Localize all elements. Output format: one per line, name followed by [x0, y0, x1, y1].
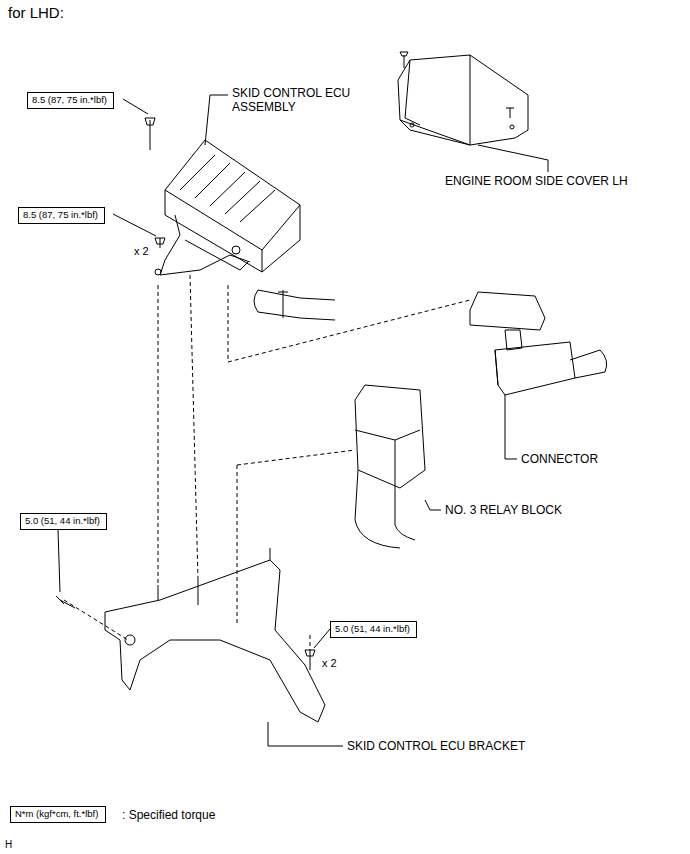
torque-value: 8.5 (87, 75 in.*lbf): [19, 208, 104, 222]
figure-code: H: [5, 838, 12, 852]
quantity: x 2: [322, 656, 337, 670]
torque-box: N*m (kgf*cm, ft.*lbf): [10, 806, 106, 823]
connector-part: [470, 292, 607, 395]
side-cover: [398, 52, 528, 145]
page-title: for LHD:: [8, 4, 64, 22]
part-name: NO. 3 RELAY BLOCK: [445, 503, 562, 517]
part-name: ENGINE ROOM SIDE COVER LH: [445, 174, 628, 188]
torque-box: 5.0 (51, 44 in.*lbf): [20, 513, 107, 530]
part-name: CONNECTOR: [521, 452, 598, 466]
torque-value: N*m (kgf*cm, ft.*lbf): [11, 807, 105, 821]
torque-box: 5.0 (51, 44 in.*lbf): [330, 621, 417, 638]
part-name: SKID CONTROL ECU ASSEMBLY: [232, 86, 364, 114]
torque-value: 5.0 (51, 44 in.*lbf): [21, 514, 106, 528]
ecu-bracket: [56, 548, 325, 722]
leader-lines: [58, 95, 548, 746]
part-name: SKID CONTROL ECU BRACKET: [347, 739, 525, 753]
legend-text: : Specified torque: [122, 808, 215, 822]
skid-control-ecu: [145, 118, 335, 320]
relay-block: [355, 385, 425, 548]
quantity: x 2: [134, 244, 149, 258]
torque-value: 5.0 (51, 44 in.*lbf): [331, 622, 416, 636]
torque-box: 8.5 (87, 75 in.*lbf): [18, 207, 105, 224]
alignment-lines: [64, 275, 470, 650]
torque-box: 8.5 (87, 75 in.*lbf): [27, 92, 114, 109]
torque-value: 8.5 (87, 75 in.*lbf): [28, 93, 113, 107]
